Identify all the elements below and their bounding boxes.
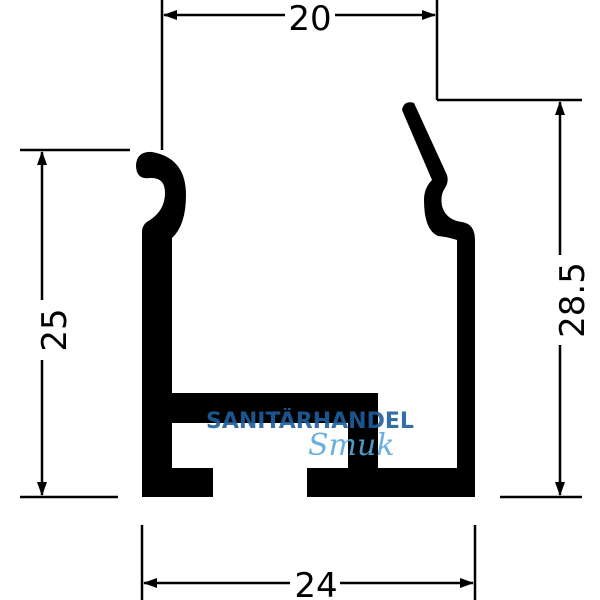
dimension-left-height: 25 bbox=[35, 308, 75, 351]
watermark-line1: SANITÄRHANDEL bbox=[206, 408, 414, 434]
dimension-lines bbox=[20, 0, 582, 600]
watermark-line2: Smuk bbox=[308, 428, 395, 463]
watermark-logo: SANITÄRHANDEL Smuk bbox=[206, 408, 414, 463]
dimension-bottom-width: 24 bbox=[294, 566, 337, 600]
dimension-top-width: 20 bbox=[288, 0, 331, 39]
dimension-right-height: 28.5 bbox=[553, 262, 593, 338]
aluminium-profile bbox=[136, 102, 475, 498]
